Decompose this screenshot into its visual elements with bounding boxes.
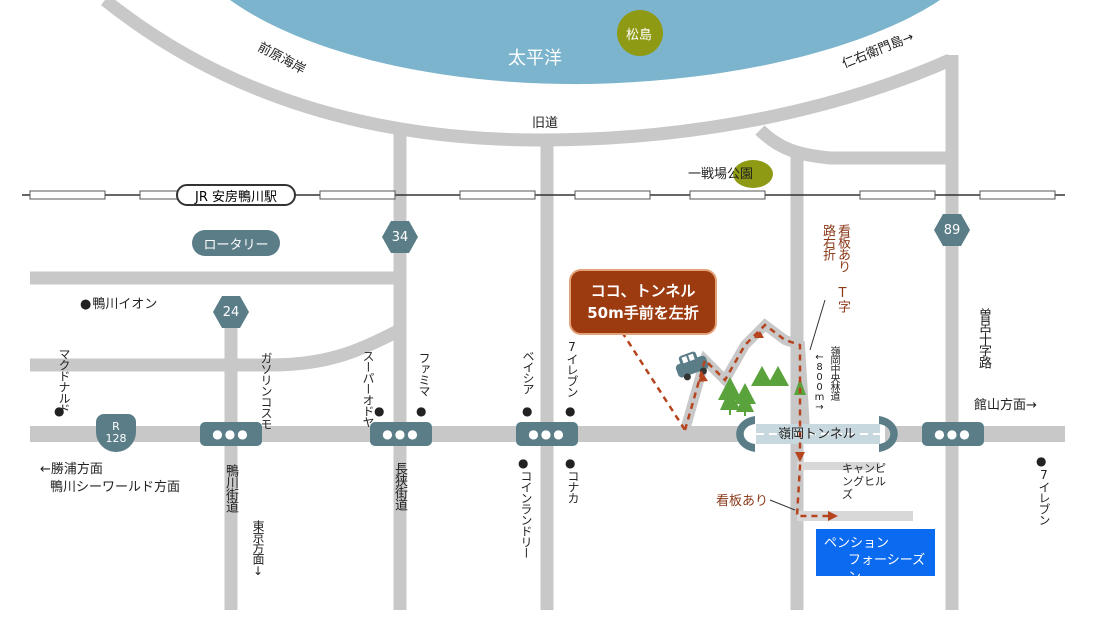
route-24-badge: 24 <box>213 296 249 328</box>
place-familymart: ファミマ <box>417 352 431 396</box>
old-road-label: 旧道 <box>532 116 559 131</box>
station-label: JR 安房鴨川駅 <box>176 184 296 206</box>
place-kamogawa-aeon: 鴨川イオン <box>80 297 157 312</box>
forest <box>718 366 806 416</box>
dot-beisia: ● <box>522 404 533 418</box>
dot-familymart: ● <box>416 404 427 418</box>
direction-tokyo: 東京方面↓ <box>251 520 265 577</box>
dot-konaka: ● <box>565 456 576 470</box>
park-label: 一戦場公園 <box>688 167 754 182</box>
rail-tie <box>574 190 651 200</box>
rail-tie <box>979 190 1056 200</box>
direction-seaworld: 鴨川シーワールド方面 <box>50 480 181 495</box>
dot-seven-eleven-2: ● <box>1036 454 1047 468</box>
park-tree <box>733 160 773 188</box>
route-callout: ココ、トンネル 50m手前を左折 <box>569 269 717 335</box>
rotary-label: ロータリー <box>192 230 280 256</box>
place-seven-eleven-2: 7イレブン <box>1037 468 1051 525</box>
rail-tie <box>29 190 106 200</box>
ocean-label: 太平洋 <box>508 48 562 69</box>
car-icon <box>675 351 709 381</box>
signal-center: ●●● <box>516 422 578 446</box>
place-gasoline-cosmo: ガソリンコスモ <box>259 352 273 429</box>
signal-sorojujiro: ●●● <box>922 422 984 446</box>
tunnel-body <box>756 424 880 444</box>
rail-tie <box>459 190 536 200</box>
callout-line2: 50m手前を左折 <box>587 304 699 322</box>
camping-label: キャンピングヒルズ <box>842 462 886 501</box>
distance-label: ←800m→ <box>814 352 825 412</box>
road-label-sorojujiro: 曽呂十字路 <box>976 308 991 368</box>
place-konaka: コナカ <box>566 470 580 503</box>
matsushima-island <box>617 10 663 56</box>
place-seven-eleven-1: 7イレブン <box>565 340 579 397</box>
dot-super-odoya: ● <box>374 404 385 418</box>
destination-pension[interactable]: ペンション フォーシーズン <box>816 529 935 585</box>
route-path <box>620 323 830 518</box>
direction-tateyama: 館山方面→ <box>974 398 1037 413</box>
sign-bottom: 看板あり <box>716 494 769 509</box>
sign-pointer <box>769 499 796 511</box>
destination-line2: フォーシーズン <box>848 553 926 585</box>
signal-kamogawa-kaido: ●●● <box>200 422 262 446</box>
place-mcdonalds: マクドナルド <box>57 348 71 414</box>
callout-line1: ココ、トンネル <box>590 282 696 300</box>
route-arrowheads <box>698 331 838 521</box>
destination-line1: ペンション <box>824 536 890 551</box>
place-coin-laundry: コインランドリー <box>519 470 533 558</box>
tunnel-portal-west <box>736 416 755 452</box>
r128-shield: R 128 <box>96 414 136 452</box>
road-label-kamogawa-kaido: 鴨川街道 <box>223 464 238 512</box>
road-park-branch <box>755 125 952 165</box>
direction-katsuura: ←勝浦方面 <box>40 462 103 477</box>
island-label: 松島 <box>626 28 653 43</box>
road-label-nagasa-kaido: 長狭街道 <box>392 462 407 510</box>
dot-coin-laundry: ● <box>518 456 529 470</box>
forest-road-label: 嶺岡中央林道 <box>828 346 839 400</box>
r128-prefix: R <box>112 420 120 433</box>
rail-tie <box>319 190 396 200</box>
pacific-ocean <box>230 0 940 85</box>
road-lower-horizontal <box>30 324 403 372</box>
dot-mcdonalds: ● <box>54 404 65 418</box>
t-junction-pointer <box>809 299 826 351</box>
tunnel-portal-east <box>879 416 898 452</box>
dot-seven-eleven-1: ● <box>565 404 576 418</box>
rail-tie <box>859 190 936 200</box>
place-super-odoya: スーパーオドヤ <box>361 350 375 427</box>
signal-nagasa-kaido: ●●● <box>370 422 432 446</box>
coast-road <box>100 0 953 147</box>
place-beisia: ベイシア <box>521 350 535 394</box>
railway-ties <box>29 190 1056 200</box>
tunnel-label: 嶺岡トンネル <box>778 427 856 442</box>
r128-number: 128 <box>105 432 127 445</box>
rail-tie <box>689 190 766 200</box>
sign-t-junction: 看板あり T字路右折 <box>820 224 850 312</box>
